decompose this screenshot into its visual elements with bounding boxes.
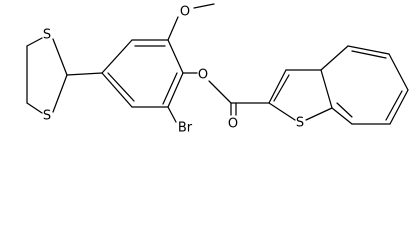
bond-dithiolane [52, 74, 68, 113]
bond-benzene [101, 39, 133, 74]
bond-dithiolane [52, 38, 68, 76]
bonds [26, 3, 409, 125]
bond-dithiolane [26, 102, 43, 114]
bond-benzene [162, 72, 178, 105]
bond-benzene [167, 39, 184, 74]
bond-benzo [388, 53, 409, 91]
bond-thiophene [273, 74, 290, 102]
bond-benzo [336, 102, 353, 118]
bond-benzo [347, 45, 390, 55]
bond-benzo [385, 90, 403, 121]
atom-thiophene-sulfur: S [296, 116, 304, 131]
molecule-structure: S S O O Br O S [26, 3, 409, 136]
bond-methoxy [167, 16, 179, 41]
atom-sulfur: S [43, 109, 51, 124]
bond-ester [208, 80, 232, 104]
atom-ester-oxygen: O [198, 68, 208, 83]
bond-methoxy [193, 3, 215, 9]
bond-bromine [167, 106, 177, 123]
atom-sulfur: S [43, 28, 51, 43]
bond-benzo [389, 89, 409, 125]
bond-thiophene [305, 107, 333, 121]
atom-methoxy-oxygen: O [180, 5, 190, 20]
bond-benzene [167, 72, 184, 108]
atom-bromine: Br [178, 121, 193, 136]
atom-carbonyl-oxygen: O [228, 117, 238, 132]
bond-benzo [351, 50, 387, 59]
bond-dithiolane [26, 37, 43, 47]
bond-thiophene [320, 69, 333, 109]
atom-labels: S S O O Br O S [43, 5, 304, 136]
bond-benzo [320, 45, 349, 71]
bond-thiophene [268, 102, 296, 121]
bond-benzene [101, 72, 133, 108]
bond-ring-link [66, 72, 103, 76]
bond-benzo [331, 107, 353, 125]
bond-benzene [107, 72, 135, 102]
bond-thiophene [268, 69, 287, 104]
